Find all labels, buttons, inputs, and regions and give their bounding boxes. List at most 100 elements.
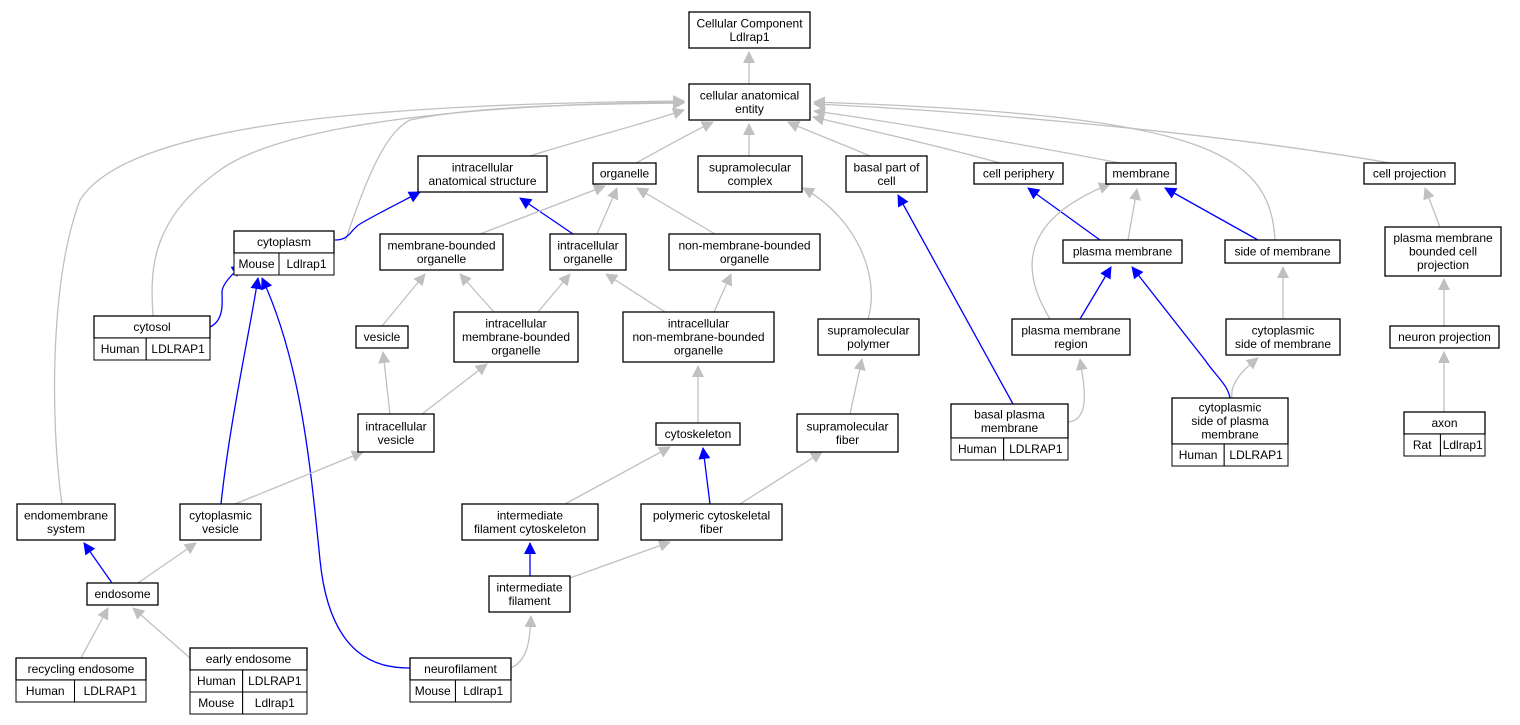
edge-basalpm-to-basalpart xyxy=(897,194,1014,405)
term-box xyxy=(592,162,657,185)
species-label: Mouse xyxy=(238,257,274,271)
gene-cell xyxy=(145,337,211,361)
is-a-arrow xyxy=(151,96,685,317)
is-a-arrow xyxy=(1127,188,1141,241)
is-a-arrow xyxy=(813,106,1121,164)
term-label: axon xyxy=(1431,416,1457,430)
term-label: fiber xyxy=(700,522,723,536)
species-label: Human xyxy=(197,674,236,688)
edge-inmbo-to-nmbo xyxy=(713,273,732,313)
term-label: plasma membrane xyxy=(1021,323,1121,337)
term-label: cytoplasm xyxy=(257,235,311,249)
gene-label: LDLRAP1 xyxy=(1229,448,1283,462)
term-label: polymeric cytoskeletal xyxy=(653,508,770,522)
is-a-arrow xyxy=(1423,187,1441,228)
term-label: cytosol xyxy=(133,320,170,334)
species-label: Mouse xyxy=(415,684,451,698)
term-label: entity xyxy=(735,102,764,116)
term-label: cell xyxy=(877,174,895,188)
part-of-arrow xyxy=(897,194,1014,405)
is-a-arrow xyxy=(813,98,1391,164)
term-box xyxy=(179,503,262,541)
edge-cytosol-to-cae xyxy=(151,96,685,317)
edge-cellproj-to-cae xyxy=(813,98,1391,164)
term-node-cellproj[interactable]: cell projection xyxy=(1363,162,1456,185)
term-label: region xyxy=(1054,337,1087,351)
part-of-arrow xyxy=(1164,187,1259,241)
term-label: projection xyxy=(1417,258,1469,272)
is-a-arrow xyxy=(569,540,671,579)
term-label: organelle xyxy=(720,252,770,266)
term-node-membrane[interactable]: membrane xyxy=(1105,162,1177,185)
edge-ifcyto-to-cytoskeleton xyxy=(564,446,671,505)
edge-sideofmem-to-cae xyxy=(813,96,1276,241)
gene-cell xyxy=(242,691,308,715)
part-of-arrow xyxy=(220,277,263,505)
species-label: Mouse xyxy=(198,696,234,710)
term-label: intracellular xyxy=(668,317,729,331)
term-box xyxy=(1062,239,1183,264)
edge-vesicle-to-mbo xyxy=(381,273,426,327)
term-node-neuronproj[interactable]: neuron projection xyxy=(1389,325,1500,349)
is-a-arrow xyxy=(1031,182,1111,320)
edge-intravesicle-to-imbo xyxy=(421,363,488,415)
is-a-arrow xyxy=(813,96,1276,241)
term-node-plasmamem[interactable]: plasma membrane xyxy=(1062,239,1183,264)
term-node-sideofmem[interactable]: side of membrane xyxy=(1224,239,1341,264)
term-box xyxy=(973,162,1064,185)
term-box xyxy=(355,325,409,349)
species-label: Human xyxy=(26,684,65,698)
term-node-cytoskeleton[interactable]: cytoskeleton xyxy=(655,422,741,446)
part-of-arrow xyxy=(83,542,113,584)
term-label: supramolecular xyxy=(709,160,791,174)
term-label: intermediate xyxy=(496,580,562,594)
term-node-vesicle[interactable]: vesicle xyxy=(355,325,409,349)
edge-supfiber-to-suppolymer xyxy=(849,358,866,415)
gene-cell xyxy=(454,679,512,703)
gene-label: Ldlrap1 xyxy=(286,257,326,271)
term-label: endomembrane xyxy=(24,508,108,522)
is-a-arrow xyxy=(234,450,364,505)
term-label: membrane-bounded xyxy=(387,238,495,252)
term-node-endosome[interactable]: endosome xyxy=(86,582,159,606)
term-box xyxy=(488,575,571,613)
term-node-cellper[interactable]: cell periphery xyxy=(973,162,1064,185)
term-node-organelle[interactable]: organelle xyxy=(592,162,657,185)
edge-membrane-to-cae xyxy=(813,106,1121,164)
is-a-arrow xyxy=(802,187,872,320)
term-label: organelle xyxy=(491,344,541,358)
edge-layer xyxy=(53,51,1450,669)
term-node-inmbo[interactable]: intracellularnon-membrane-boundedorganel… xyxy=(622,311,775,363)
term-box xyxy=(461,503,599,541)
is-a-arrow xyxy=(849,358,866,415)
